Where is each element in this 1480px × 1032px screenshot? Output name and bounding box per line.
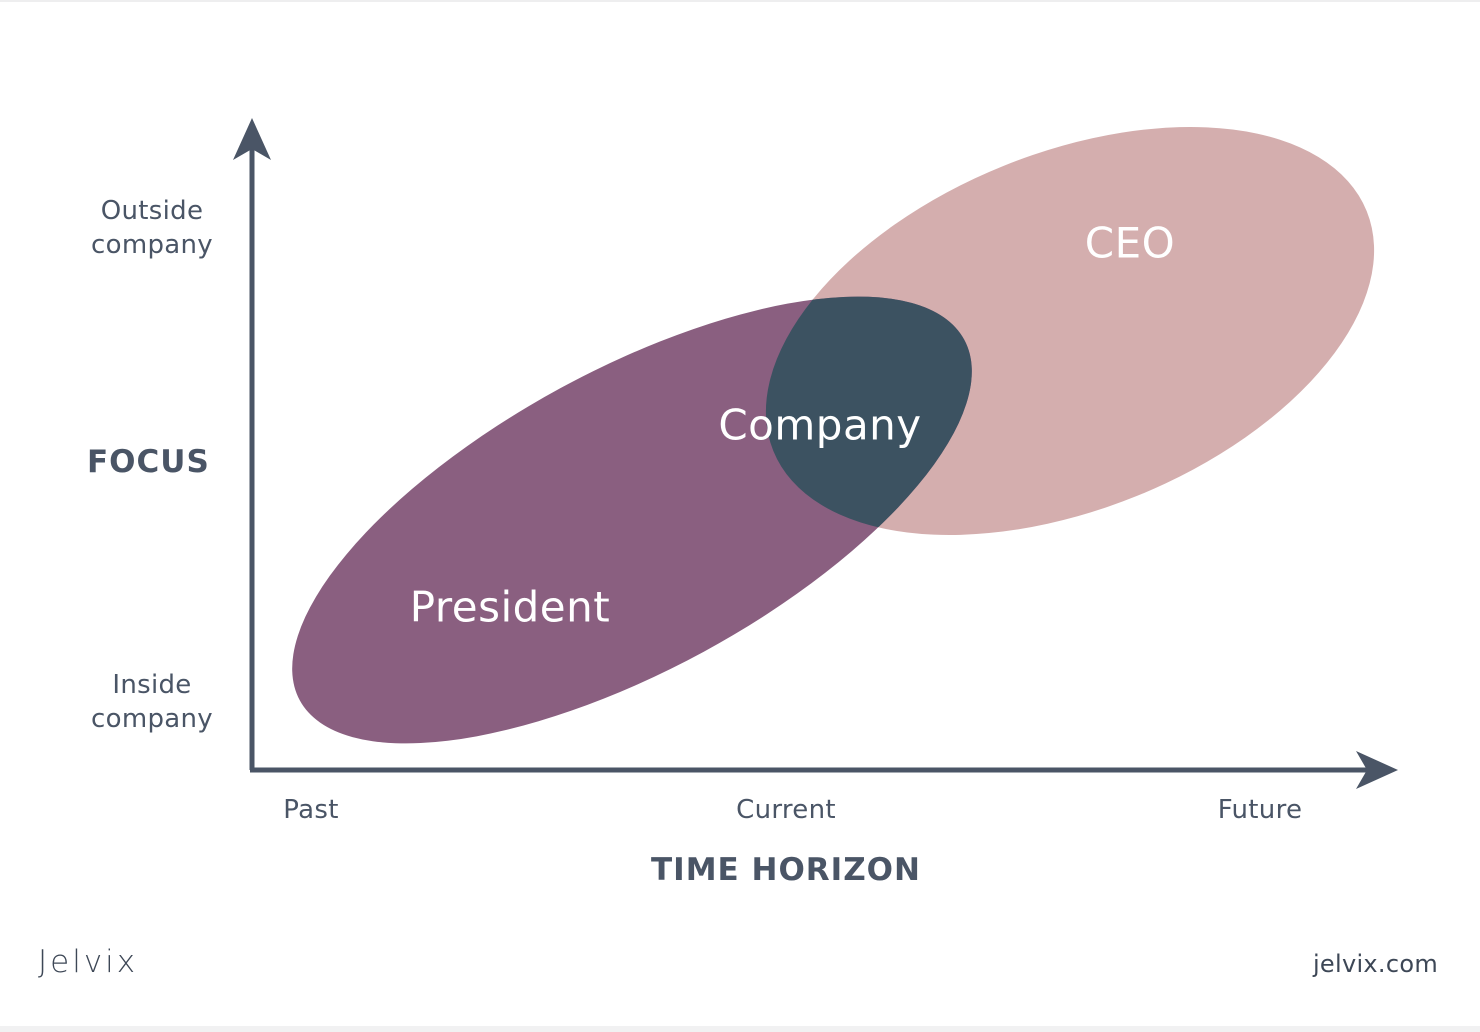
y-tick-inside-line2: company <box>91 704 213 734</box>
x-axis-title: TIME HORIZON <box>651 852 921 888</box>
y-tick-outside-company: Outside company <box>82 194 222 262</box>
y-tick-inside-line1: Inside <box>112 670 192 700</box>
y-tick-inside-company: Inside company <box>82 668 222 736</box>
site-url: jelvix.com <box>1312 950 1438 978</box>
company-label: Company <box>718 400 922 450</box>
x-tick-past: Past <box>283 795 339 825</box>
y-tick-outside-line2: company <box>91 230 213 260</box>
y-axis-arrow-icon <box>233 118 271 160</box>
x-tick-current: Current <box>736 795 836 825</box>
x-tick-future: Future <box>1217 795 1303 825</box>
president-label: President <box>409 582 611 632</box>
x-axis-arrow-icon <box>1356 751 1398 789</box>
y-tick-outside-line1: Outside <box>100 196 204 226</box>
brand-logo: Jelvix <box>38 944 139 980</box>
ceo-label: CEO <box>1084 218 1176 268</box>
y-axis-title: FOCUS <box>87 444 210 480</box>
